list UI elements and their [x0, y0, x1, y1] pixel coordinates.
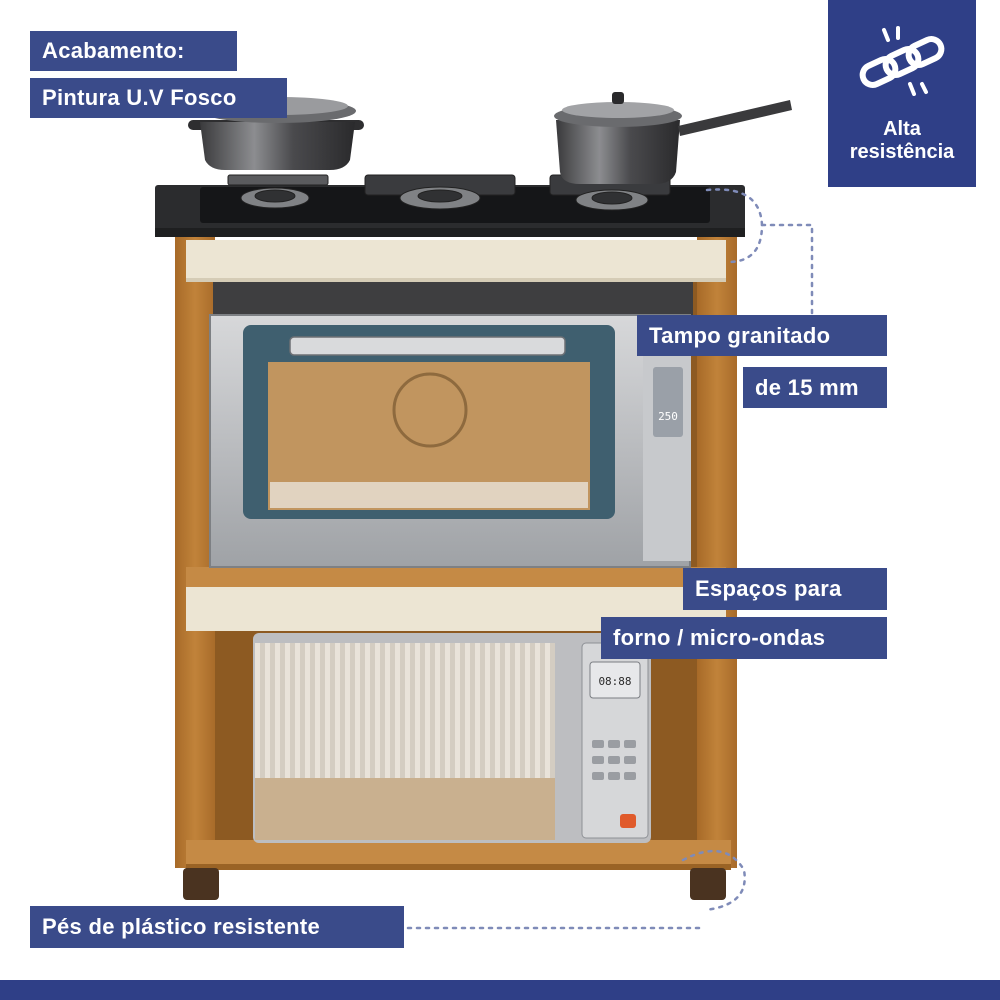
granite-callout-line [760, 223, 814, 320]
granite-thickness-label: de 15 mm [743, 367, 887, 408]
finish-title-label: Acabamento: [30, 31, 237, 71]
left-foot [183, 868, 219, 900]
callout-lines [406, 188, 814, 930]
oven-display: 250 [658, 410, 678, 423]
high-resistance-badge: Alta resistência [828, 0, 976, 187]
middle-shelf [186, 567, 726, 587]
feet-callout-arc [681, 849, 746, 912]
microwave: 08:88 [253, 633, 651, 843]
top-cream-drawer-front [186, 240, 726, 280]
burner-center [364, 174, 516, 210]
bottom-shelf [186, 840, 731, 868]
feet-label: Pés de plástico resistente [30, 906, 404, 948]
left-side-panel [175, 232, 215, 868]
chain-icon [859, 26, 945, 96]
start-button-icon [620, 814, 636, 828]
granite-top [155, 174, 745, 237]
oven: 250 [209, 282, 693, 568]
bottom-bar [0, 980, 1000, 1000]
spaces-label: Espaços para [683, 568, 887, 610]
badge-text: Alta resistência [849, 118, 955, 163]
microwave-display: 08:88 [598, 675, 631, 688]
right-foot [690, 868, 726, 900]
finish-value-label: Pintura U.V Fosco [30, 78, 287, 118]
granite-top-label: Tampo granitado [637, 315, 887, 356]
burner-left [227, 174, 329, 209]
pot-right [554, 92, 792, 184]
oven-microwave-label: forno / micro-ondas [601, 617, 887, 659]
